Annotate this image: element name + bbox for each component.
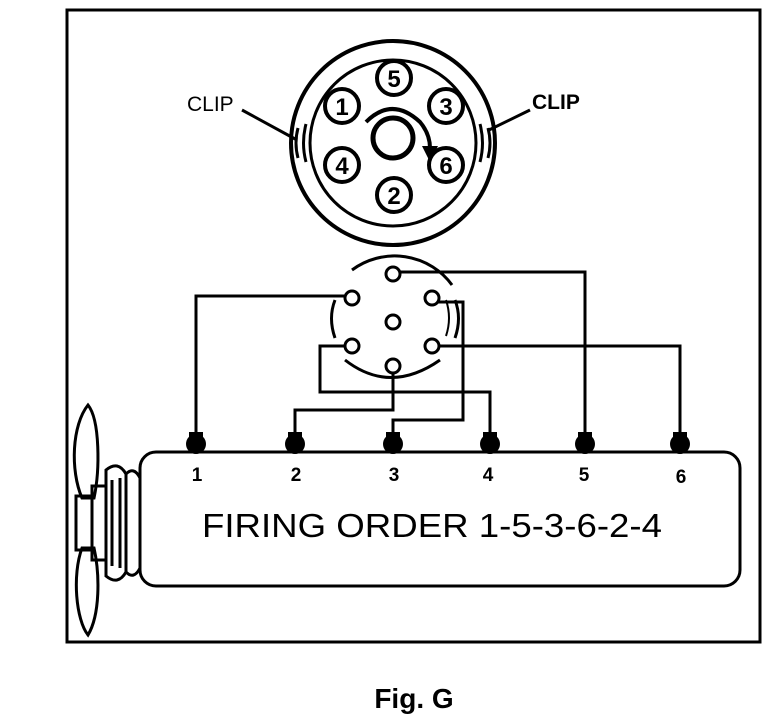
wiring-distributor-outline	[351, 254, 454, 286]
wiring-post-lower-right	[423, 337, 441, 355]
cylinder-number-4: 4	[483, 465, 494, 486]
fan-icon	[72, 402, 108, 638]
clip-mark-left	[294, 127, 300, 159]
cylinder-number-5: 5	[579, 465, 590, 486]
wire-cylinder-6	[438, 344, 682, 436]
figure-frame	[65, 8, 762, 644]
wiring-post-top	[384, 265, 402, 283]
svg-text:3: 3	[439, 94, 452, 121]
fan-blade-lower	[74, 546, 100, 638]
wire-cylinder-1	[194, 294, 346, 436]
clip-mark-right	[478, 123, 484, 163]
clip-leader-left	[241, 108, 298, 142]
clip-mark-right-inner	[486, 127, 492, 159]
cap-outer-ring	[289, 39, 497, 247]
wire-cylinder-3	[391, 300, 465, 436]
cylinder-number-1: 1	[192, 465, 203, 486]
cap-terminal-1: 1	[323, 87, 361, 125]
svg-text:5: 5	[387, 66, 400, 93]
firing-order-text: FIRING ORDER 1-5-3-6-2-4	[202, 507, 662, 544]
rotation-arrow	[364, 107, 432, 149]
wiring-distributor	[330, 254, 460, 379]
clip-mark-left-inner	[302, 123, 308, 163]
spark-plug-5	[575, 432, 595, 454]
wiring-post-lower-left	[343, 337, 361, 355]
spark-plug-1	[186, 432, 206, 454]
figure-caption: Fig. G	[374, 683, 453, 714]
spark-plug-4	[480, 432, 500, 454]
spark-plug-2	[285, 432, 305, 454]
wiring-post-bottom	[384, 357, 402, 375]
svg-text:2: 2	[387, 183, 400, 210]
wire-cylinder-5	[399, 270, 587, 436]
cylinder-number-2: 2	[291, 465, 302, 486]
cap-terminal-5: 5	[375, 59, 413, 97]
wire-cylinder-4	[318, 344, 492, 436]
svg-text:4: 4	[335, 153, 349, 180]
wiring-post-upper-right	[423, 289, 441, 307]
fan-hub	[74, 494, 94, 552]
cap-terminal-3: 3	[427, 87, 465, 125]
pulley-icon	[104, 464, 142, 582]
cap-center-post	[370, 115, 416, 161]
cap-terminal-6: 6	[427, 146, 465, 184]
clip-label-left: CLIP	[187, 93, 234, 116]
clip-label-right: CLIP	[532, 91, 580, 114]
clip-leader-right	[488, 108, 531, 132]
svg-text:1: 1	[335, 94, 348, 121]
distributor-cap: CLIP CLIP 1 5 3 4 2 6	[187, 39, 580, 247]
spark-plug-3	[383, 432, 403, 454]
fan-blade-upper	[72, 402, 100, 500]
cylinder-number-3: 3	[389, 465, 400, 486]
spark-plug-wires	[194, 270, 682, 436]
wire-cylinder-2	[293, 373, 395, 436]
rotation-arrowhead	[422, 146, 438, 162]
spark-plug-6	[670, 432, 690, 454]
svg-text:6: 6	[439, 153, 452, 180]
wiring-post-center	[384, 313, 402, 331]
cap-terminal-4: 4	[323, 146, 361, 184]
cylinder-number-6: 6	[676, 467, 687, 488]
cap-terminal-2: 2	[375, 176, 413, 214]
wiring-post-upper-left	[343, 289, 361, 307]
